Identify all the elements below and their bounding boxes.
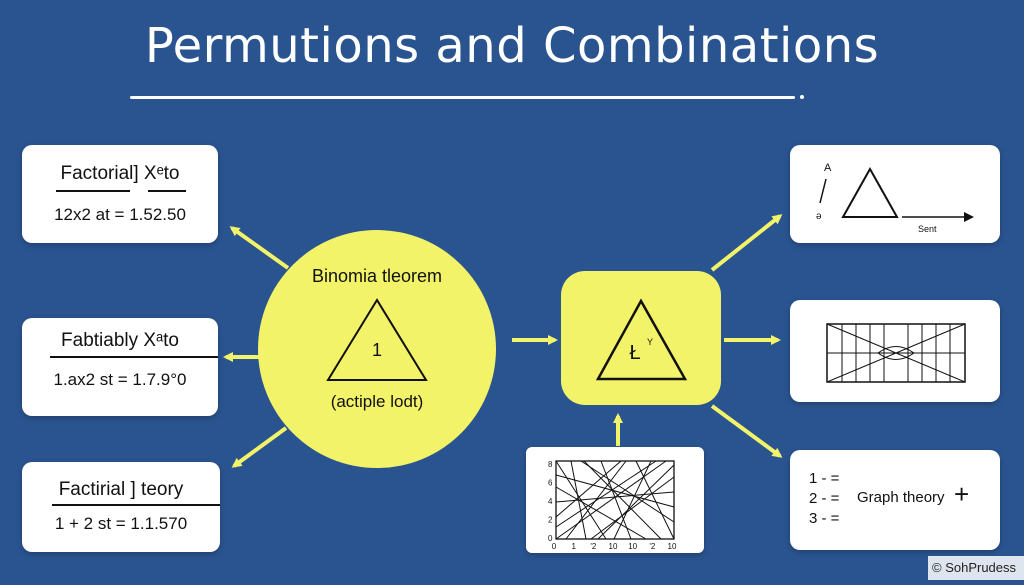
copyright-watermark: © SohPrudess bbox=[928, 556, 1024, 580]
arrow-to-card-3 bbox=[231, 426, 288, 468]
axis-label: Sent bbox=[918, 224, 937, 234]
page-title: Permutions and Combinations bbox=[144, 18, 880, 74]
label-a: A bbox=[824, 162, 832, 174]
x-tick-label: 0 bbox=[552, 542, 557, 551]
y-tick-label: 0 bbox=[548, 534, 553, 543]
card-formula: 12x2 at = 1.52.50 bbox=[54, 205, 186, 224]
triangle-axis-figure: A ə Sent bbox=[816, 162, 974, 234]
arrow-to-card-1 bbox=[229, 226, 290, 270]
lattice-card bbox=[790, 300, 1000, 402]
circle-label-bottom: (actiple lodt) bbox=[330, 392, 424, 411]
card-heading: Factirial ] teory bbox=[58, 479, 184, 500]
card-rule-left bbox=[56, 190, 130, 192]
y-tick-label: 8 bbox=[548, 460, 553, 469]
card-rule-right bbox=[148, 190, 186, 192]
x-tick-label: 10 bbox=[609, 542, 618, 551]
title-underline bbox=[130, 96, 795, 99]
list-item: 3 - = bbox=[809, 510, 840, 527]
x-tick-label: '2 bbox=[649, 542, 656, 551]
card-heading: Fabtiably Xᵃto bbox=[61, 330, 179, 351]
label-b: ə bbox=[816, 211, 822, 222]
card-rule bbox=[50, 356, 218, 358]
x-tick-label: 10 bbox=[668, 542, 677, 551]
circle-label-top: Binomia tleorem bbox=[311, 266, 443, 286]
card-heading: Factorial] Xᵉto bbox=[60, 163, 180, 184]
plus-icon: + bbox=[954, 479, 970, 509]
x-tick-label: 1 bbox=[571, 542, 576, 551]
card-formula: 1.ax2 st = 1.7.9°0 bbox=[53, 370, 187, 389]
y-tick-label: 6 bbox=[548, 479, 553, 488]
graph-theory-list-card: 1 - = 2 - = 3 - = Graph theory + bbox=[790, 450, 1000, 550]
card-formula: 1 + 2 st = 1.1.570 bbox=[54, 514, 188, 533]
lattice-figure bbox=[826, 323, 966, 383]
factorial-card-3: Factirial ] teory 1 + 2 st = 1.1.570 bbox=[22, 462, 220, 552]
x-tick-label: '2 bbox=[590, 542, 597, 551]
list-item: 1 - = bbox=[809, 470, 840, 487]
box-triangle: Ł Y bbox=[595, 298, 688, 381]
y-tick-label: 4 bbox=[548, 497, 553, 506]
title-underline-dot bbox=[800, 95, 804, 99]
card-rule bbox=[52, 504, 220, 506]
binomial-theorem-circle: Binomia tleorem 1 (actiple lodt) bbox=[258, 230, 496, 468]
box-triangle-superscript: Y bbox=[647, 337, 653, 347]
circle-triangle-label: 1 bbox=[372, 340, 382, 360]
graph-theory-plot: 8 6 4 2 0 0 1 '2 10 10 '2 10 bbox=[548, 460, 677, 551]
arrow-box-to-top-right bbox=[710, 214, 783, 272]
circle-triangle: 1 bbox=[326, 298, 428, 381]
factorial-card-1: Factorial] Xᵉto 12x2 at = 1.52.50 bbox=[22, 145, 218, 243]
y-tick-label: 2 bbox=[548, 516, 553, 525]
factorial-card-2: Fabtiably Xᵃto 1.ax2 st = 1.7.9°0 bbox=[22, 318, 218, 416]
list-item: 2 - = bbox=[809, 490, 840, 507]
arrow-box-to-bottom-right bbox=[710, 404, 783, 458]
box-triangle-label: Ł bbox=[629, 342, 640, 364]
triangle-axis-card: A ə Sent bbox=[790, 145, 1000, 243]
x-tick-label: 10 bbox=[628, 542, 637, 551]
yellow-triangle-box: Ł Y bbox=[561, 271, 721, 405]
graph-theory-label: Graph theory bbox=[857, 489, 945, 506]
graph-theory-card: 8 6 4 2 0 0 1 '2 10 10 '2 10 bbox=[526, 447, 704, 553]
